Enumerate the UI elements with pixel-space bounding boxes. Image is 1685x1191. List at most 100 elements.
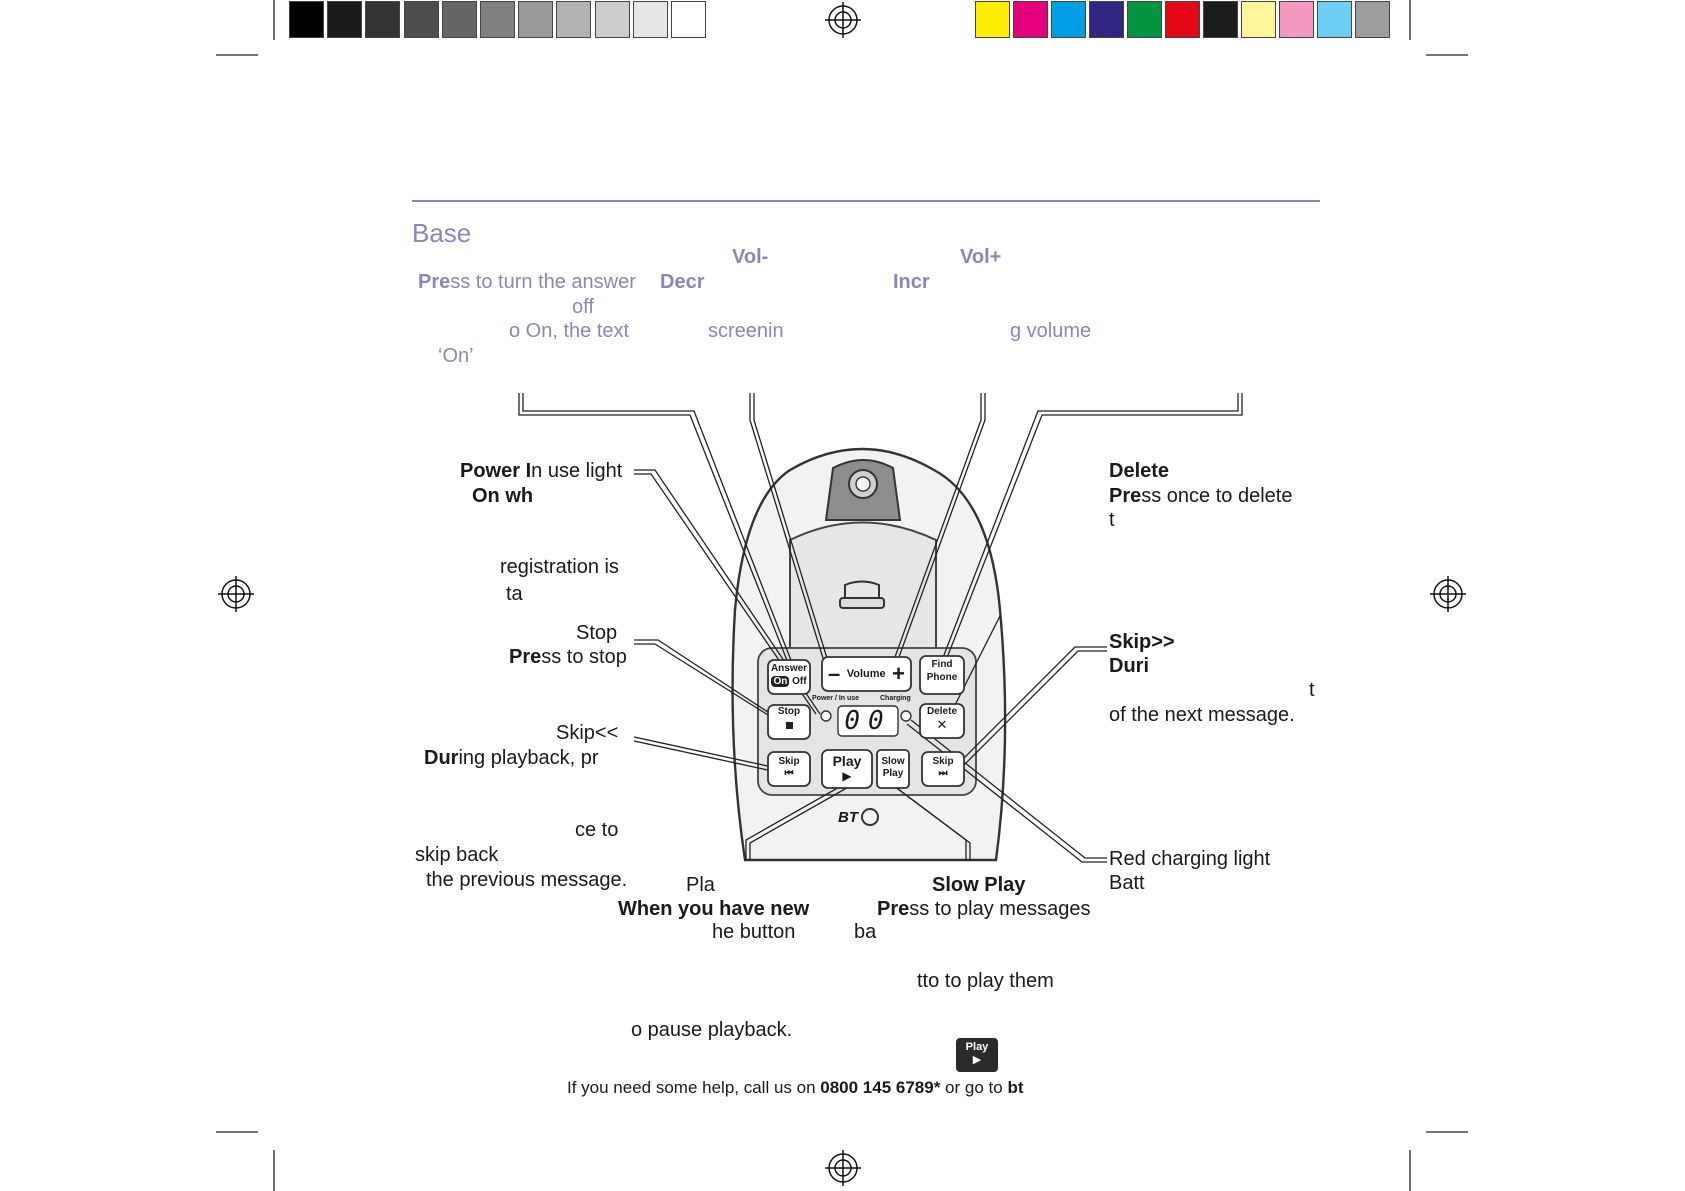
skip-back-line1: During playback, pr <box>424 746 599 770</box>
color-swatch <box>1165 1 1200 38</box>
process-color-bar <box>975 0 1395 40</box>
leader-lines <box>518 393 1243 863</box>
skip-back-line4: the previous message. <box>426 869 628 891</box>
footer-help-text: If you need some help, call us on <box>567 1078 821 1097</box>
power-on-when: On wh <box>472 485 534 507</box>
skip-fwd-icon: ⏭ <box>938 768 948 779</box>
skip-fwd-t: t <box>1309 679 1315 701</box>
color-swatch <box>1279 1 1314 38</box>
color-swatch <box>1089 1 1124 38</box>
incr-label: Incr <box>893 271 930 293</box>
registration-mark-left <box>218 576 254 612</box>
skip-fwd-key-label: Skip <box>932 756 954 767</box>
color-swatch <box>1127 1 1162 38</box>
color-swatch <box>480 1 515 38</box>
power-in-use-caption: Power / In use <box>812 695 860 702</box>
play-key-label: Play <box>832 753 862 769</box>
answer-key-label: Answer <box>770 663 808 674</box>
base-unit-illustration <box>731 447 1007 862</box>
color-swatch <box>365 1 401 38</box>
bt-logo: BT <box>838 808 879 826</box>
color-swatch <box>594 1 630 38</box>
color-swatch <box>327 1 363 38</box>
slow-play-desc-bold: Pre <box>877 898 910 920</box>
registration-mark-top <box>825 2 861 38</box>
color-swatch <box>1317 1 1352 38</box>
slow-play-key: Slow Play <box>877 756 909 780</box>
answer-callout-bold: Pre <box>418 271 451 293</box>
slow-key-label: Slow <box>881 756 905 767</box>
footer-site: bt <box>1007 1078 1024 1097</box>
pause-text: o pause playback. <box>631 1019 793 1041</box>
delete-desc-rest: ss once to delete <box>1141 485 1293 507</box>
delete-desc-bold: Pre <box>1109 485 1142 507</box>
stop-square-icon <box>785 722 793 729</box>
screening-text: screenin <box>708 320 784 342</box>
skip-back-line1-rest: ing playback, pr <box>458 747 599 769</box>
stop-title: Stop <box>576 622 618 644</box>
skip-fwd-next: of the next message. <box>1109 704 1295 726</box>
delete-title: Delete <box>1109 460 1170 482</box>
play-ba: ba <box>854 921 877 943</box>
vol-plus-label: Vol+ <box>960 246 1002 268</box>
skip-fwd-key: Skip ⏭ <box>922 756 964 780</box>
registration-mark-right <box>1430 576 1466 612</box>
play-title: Pla <box>686 874 715 896</box>
skip-fwd-during-text: Duri <box>1109 655 1149 677</box>
charging-caption: Charging <box>880 695 911 702</box>
footer-help: If you need some help, call us on 0800 1… <box>567 1076 1023 1100</box>
power-light-title: Power In use light <box>460 459 622 483</box>
stop-desc: Press to stop <box>509 645 627 669</box>
color-swatch <box>556 1 592 38</box>
slow-play-desc-rest: ss to play messages <box>909 898 1091 920</box>
answer-off-label: Off <box>792 676 807 687</box>
skip-fwd-title: Skip>> <box>1109 631 1175 653</box>
charging-batt: Batt <box>1109 872 1145 894</box>
slow-play-title: Slow Play <box>932 874 1026 896</box>
color-swatch <box>1013 1 1048 38</box>
crop-marks <box>216 0 1468 1191</box>
bt-logo-text: BT <box>838 808 858 826</box>
skip-back-title: Skip<< <box>556 722 619 744</box>
slow-play-key-label: Play <box>882 768 904 779</box>
play-button-icon: Play ▶ <box>956 1038 998 1072</box>
stop-desc-rest: ss to stop <box>541 646 627 668</box>
skip-back-icon: ⏮ <box>784 768 794 779</box>
power-light-title-rest: n use light <box>531 460 623 482</box>
delete-x-icon: ✕ <box>936 717 948 732</box>
color-swatch <box>289 1 324 38</box>
plus-icon: + <box>892 661 905 686</box>
registration-text: registration is <box>500 556 619 578</box>
color-swatch <box>671 1 706 38</box>
delete-key-label: Delete <box>926 706 957 717</box>
play-key: Play ▶ <box>822 754 872 784</box>
delete-desc: Press once to delete <box>1109 484 1292 508</box>
skip-back-line3: skip back <box>415 844 499 866</box>
skip-back-line1-bold: Dur <box>424 747 459 769</box>
section-title: Base <box>412 218 472 248</box>
charging-title: Red charging light <box>1109 847 1270 871</box>
charging-title-text: Red charging light <box>1109 848 1271 870</box>
answer-on-label: On <box>771 676 790 687</box>
color-swatch <box>1241 1 1276 38</box>
skip-back-key-label: Skip <box>778 756 800 767</box>
footer-phone: 0800 145 6789* <box>820 1078 941 1097</box>
footer-goto: or go to <box>940 1078 1008 1097</box>
phone-label: Phone <box>926 672 958 683</box>
color-swatch <box>1051 1 1086 38</box>
vol-minus-label: Vol- <box>732 246 769 268</box>
skip-back-key: Skip ⏮ <box>768 756 810 780</box>
stop-key: Stop <box>768 706 810 729</box>
ring-volume-text: g volume <box>1010 320 1092 342</box>
volume-key-label: Volume <box>846 668 886 680</box>
delete-key: Delete ✕ <box>920 706 964 731</box>
device-keys <box>767 655 965 789</box>
color-swatch <box>1355 1 1390 38</box>
color-swatch <box>1203 1 1238 38</box>
skip-back-ce-to: ce to <box>575 819 619 841</box>
answer-callout-line1: Press to turn the answer <box>418 270 636 294</box>
answer-callout-line2: off <box>572 296 594 318</box>
stop-desc-bold: Pre <box>509 646 542 668</box>
answer-callout-line4: ‘On’ <box>438 345 474 367</box>
